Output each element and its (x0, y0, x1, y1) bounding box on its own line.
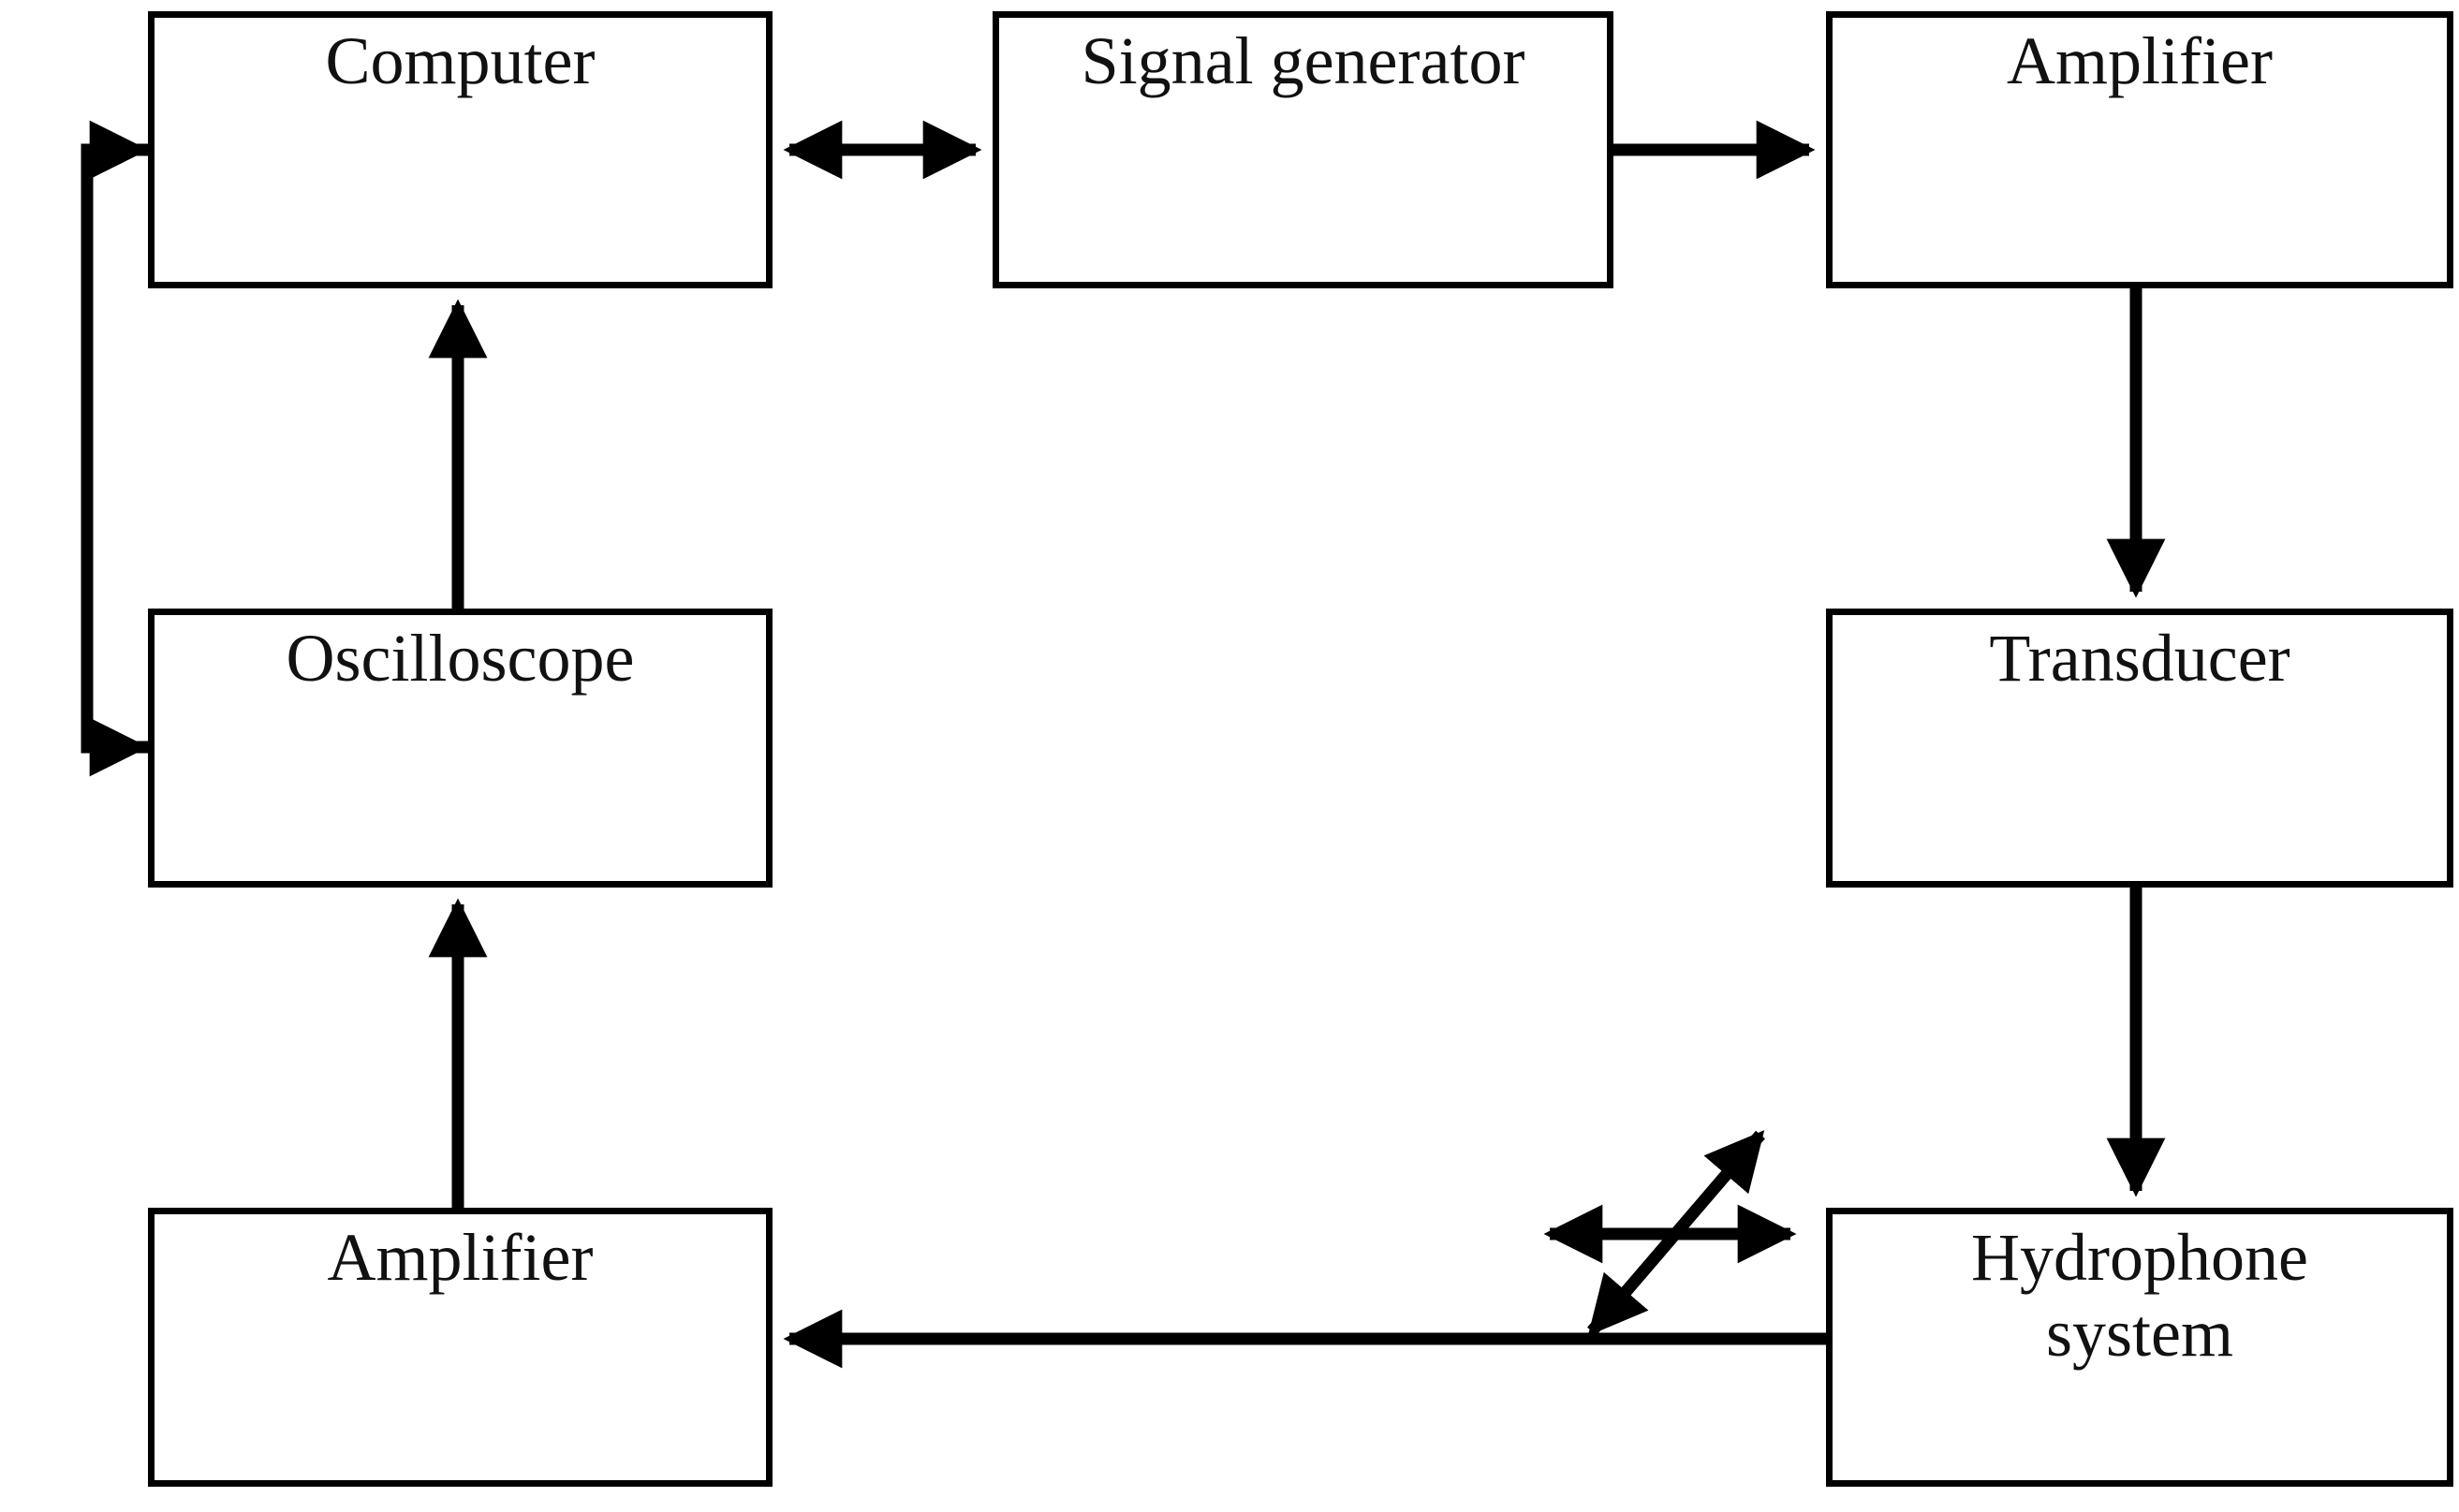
node-signal-generator-label: Signal generator (1081, 23, 1525, 98)
node-transducer[interactable]: Transducer (1826, 609, 2453, 888)
node-amplifier-top-label: Amplifier (2007, 23, 2273, 98)
node-amplifier-bottom[interactable]: Amplifier (148, 1208, 773, 1487)
edge-usb-bus-spine (81, 143, 148, 754)
node-hydrophone-system[interactable]: Hydrophone system (1826, 1208, 2453, 1487)
node-amplifier-bottom-label: Amplifier (327, 1220, 594, 1295)
node-oscilloscope-label: Oscilloscope (286, 621, 635, 696)
node-signal-generator[interactable]: Signal generator (993, 11, 1613, 288)
node-transducer-label: Transducer (1989, 621, 2290, 696)
edge-scan-axis-diagonal (1587, 1130, 1765, 1336)
node-computer[interactable]: Computer (148, 11, 773, 288)
node-amplifier-top[interactable]: Amplifier (1826, 11, 2453, 288)
node-hydrophone-system-label: Hydrophone system (1971, 1220, 2308, 1371)
node-oscilloscope[interactable]: Oscilloscope (148, 609, 773, 888)
node-computer-label: Computer (325, 23, 596, 98)
edge-label-usb: USB (0, 471, 6, 599)
